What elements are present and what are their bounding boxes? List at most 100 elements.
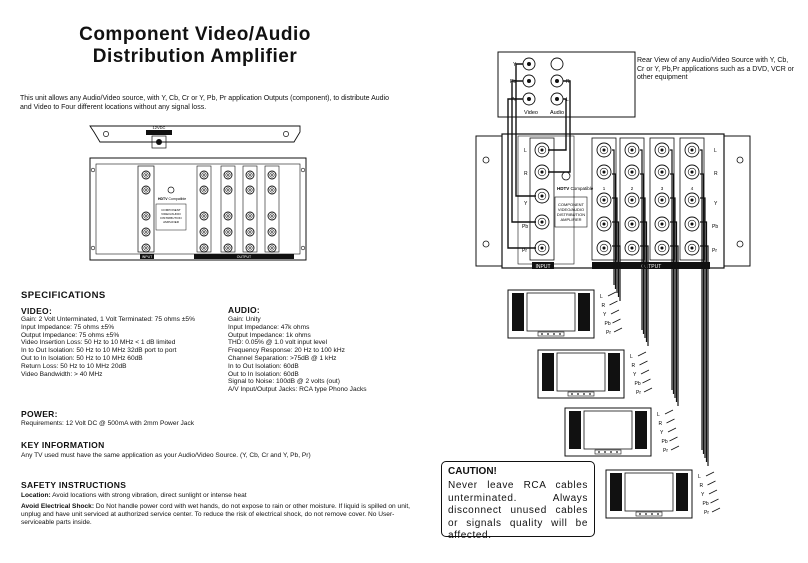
svg-text:3: 3 [661,186,664,191]
svg-text:OUTPUT: OUTPUT [237,255,252,259]
svg-text:COMPONENT: COMPONENT [558,202,585,207]
svg-text:HDTV Compatible: HDTV Compatible [158,197,186,201]
source-video-label: Video [524,110,538,116]
video-spec-line: Gain: 2 Volt Unterminated, 1 Volt Termin… [21,316,195,323]
svg-text:L: L [566,97,569,103]
svg-text:Pb: Pb [510,79,516,85]
safety-location: Location: Avoid locations with strong vi… [21,492,411,500]
svg-text:Pb: Pb [662,439,668,445]
audio-spec-line: Gain: Unity [228,316,261,323]
svg-text:R: R [700,483,704,489]
audio-spec-line: In to Out Isolation: 60dB [228,362,299,370]
video-spec-line: Output Impedance: 75 ohms ±5% [21,331,120,339]
location-label: Location: [21,492,51,499]
device-body [89,157,307,261]
svg-text:Pr: Pr [522,248,527,254]
svg-text:R: R [714,171,718,177]
audio-spec-line: Signal to Noise: 100dB @ 2 volts (out) [228,378,340,386]
svg-text:Pr: Pr [636,390,641,396]
svg-text:INPUT: INPUT [142,255,153,259]
svg-text:COMPONENT: COMPONENT [161,208,181,212]
safety-heading: SAFETY INSTRUCTIONS [21,480,127,490]
page-title: Component Video/Audio Distribution Ampli… [40,24,350,68]
audio-spec-list: Gain: Unity Input Impedance: 47k ohms Ou… [228,316,367,394]
svg-text:VIDEO/AUDIO: VIDEO/AUDIO [161,212,181,216]
audio-spec-line: Output Impedance: 1k ohms [228,331,311,339]
video-spec-line: In to Out Isolation: 50 Hz to 10 MHz 32d… [21,347,177,355]
audio-spec-line: Input Impedance: 47k ohms [228,323,310,331]
video-spec-list: Gain: 2 Volt Unterminated, 1 Volt Termin… [21,316,195,378]
svg-text:L: L [630,354,633,360]
rear-view-text: Rear View of any Audio/Video Source with… [637,57,794,81]
svg-text:Pr: Pr [712,248,717,254]
svg-text:Pr: Pr [511,97,516,103]
caution-heading: CAUTION! [448,466,497,477]
svg-text:Y: Y [701,492,705,498]
audio-spec-line: Frequency Response: 20 Hz to 100 kHz [228,347,345,355]
title-line-2: Distribution Amplifier [92,46,298,67]
key-info-text: Any TV used must have the same applicati… [21,452,311,459]
audio-heading: AUDIO: [228,305,261,315]
svg-text:Pr: Pr [663,448,668,454]
power-text: Requirements: 12 Volt DC @ 500mA with 2m… [21,420,195,427]
svg-text:AMPLIFIER: AMPLIFIER [163,220,180,224]
svg-text:4: 4 [691,186,694,191]
svg-text:R: R [566,79,570,85]
device-front-diagram: 12VDC HDTV Compatible COMPONENT VIDEO/AU… [89,125,307,261]
svg-text:L: L [698,474,701,480]
shock-label: Avoid Electrical Shock: [21,503,95,510]
svg-text:L: L [657,412,660,418]
caution-text: Never leave RCA cables unterminated. Alw… [448,480,588,541]
svg-text:Y: Y [524,201,528,207]
output-label: OUTPUT [641,264,662,270]
audio-spec-line: THD: 0.05% @ 1.0 volt input level [228,339,328,347]
input-label: INPUT [536,264,551,270]
svg-text:DISTRIBUTION: DISTRIBUTION [557,212,585,217]
video-spec-line: Input Impedance: 75 ohms ±5% [21,323,115,331]
svg-text:2: 2 [631,186,634,191]
svg-text:R: R [632,363,636,369]
key-info-heading: KEY INFORMATION [21,440,105,450]
svg-text:R: R [524,171,528,177]
source-audio-label: Audio [550,110,564,116]
svg-text:Y: Y [660,430,664,436]
location-text: Avoid locations with strong vibration, d… [52,492,247,499]
svg-text:Y: Y [714,201,718,207]
connection-diagram: Y Pb Pr R L Video Audio L R Y Pb Pr HDTV… [475,51,751,519]
power-jack [151,135,167,149]
title-line-1: Component Video/Audio [79,24,311,45]
svg-text:Y: Y [513,62,517,68]
svg-text:R: R [659,421,663,427]
svg-text:Pb: Pb [522,224,528,230]
rack-ear-right [723,135,751,267]
caution-box: CAUTION! Never leave RCA cables untermin… [441,461,595,541]
audio-spec-line: Channel Separation: >75dB @ 1 kHz [228,354,337,362]
power-heading: POWER: [21,409,58,419]
video-spec-line: Video Insertion Loss: 50 Hz to 10 MHz < … [21,339,176,347]
safety-shock: Avoid Electrical Shock: Do Not handle po… [21,503,411,526]
rack-ear-left [475,135,503,267]
power-label: 12VDC [153,125,166,130]
video-heading: VIDEO: [21,306,53,316]
intro-text: This unit allows any Audio/Video source,… [20,95,390,111]
svg-text:1: 1 [603,186,606,191]
svg-text:Pb: Pb [703,501,709,507]
svg-text:Pb: Pb [712,224,718,230]
svg-text:L: L [600,294,603,300]
svg-text:DISTRIBUTION: DISTRIBUTION [160,216,181,220]
mount-bracket [89,125,301,143]
svg-text:Pr: Pr [704,510,709,516]
svg-text:Y: Y [603,312,607,318]
specifications-heading: SPECIFICATIONS [21,290,106,301]
video-spec-line: Out to In Isolation: 50 Hz to 10 MHz 60d… [21,354,143,362]
svg-text:Pb: Pb [635,381,641,387]
svg-text:L: L [714,148,717,154]
audio-spec-line: A/V Input/Output Jacks: RCA type Phono J… [228,386,367,394]
svg-text:R: R [602,303,606,309]
audio-spec-line: Out to In Isolation: 60dB [228,370,299,378]
svg-text:L: L [524,148,527,154]
svg-text:HDTV Compatible: HDTV Compatible [557,186,594,191]
